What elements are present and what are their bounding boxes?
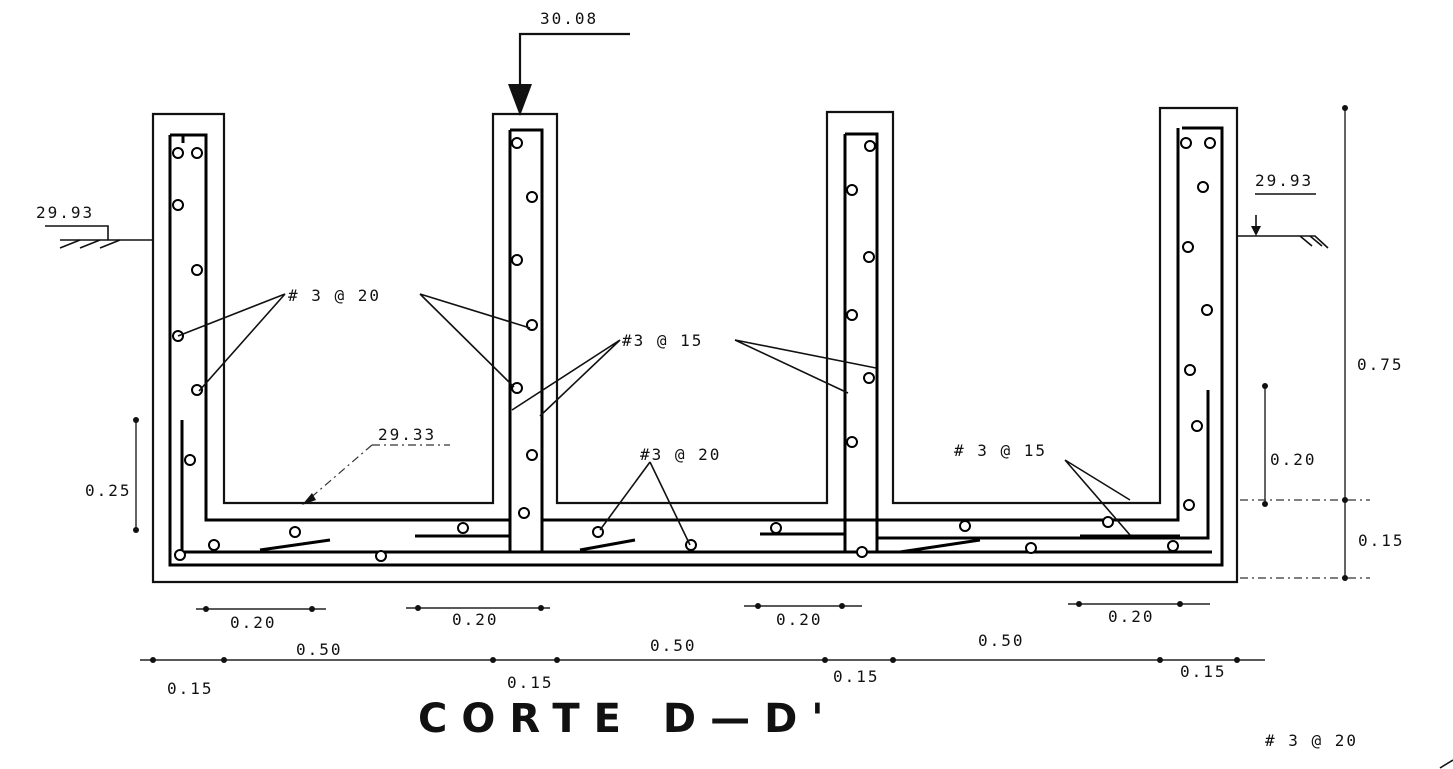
rebar-label-center-lower: #3 @ 20 (640, 445, 721, 464)
left-vertical-dim (133, 417, 139, 533)
dim-span-1: 0.50 (296, 640, 343, 659)
dim-spacing-3: 0.20 (776, 610, 823, 629)
rebar-circles (172, 137, 1216, 562)
rebar-label-left-upper: # 3 @ 20 (288, 286, 381, 305)
rebar-label-bottom-right: # 3 @ 20 (1265, 731, 1358, 750)
elevation-left-ground-label: 29.93 (36, 203, 94, 222)
dim-spacing-2: 0.20 (452, 610, 499, 629)
dim-spacing-1: 0.20 (230, 613, 277, 632)
floor-arrow-icon (302, 493, 316, 505)
ground-lines (45, 193, 1329, 249)
elevation-top-label: 30.08 (540, 9, 598, 28)
dim-wall-2: 0.15 (507, 673, 554, 692)
load-arrow (508, 32, 630, 116)
concrete-outline (151, 106, 1239, 584)
dim-left-height: 0.25 (85, 481, 132, 500)
bottom-spacing-dims (140, 601, 1265, 663)
dim-span-2: 0.50 (650, 636, 697, 655)
rebar-label-center-upper: #3 @ 15 (622, 331, 703, 350)
dim-right-mid: 0.20 (1270, 450, 1317, 469)
elevation-floor-label: 29.33 (378, 425, 436, 444)
rebar-leaders (177, 293, 1453, 769)
rebar-label-right-mid: # 3 @ 15 (954, 441, 1047, 460)
dim-spacing-4: 0.20 (1108, 607, 1155, 626)
dim-wall-4: 0.15 (1180, 662, 1227, 681)
dim-wall-3: 0.15 (833, 667, 880, 686)
dim-right-total: 0.75 (1357, 355, 1404, 374)
dim-wall-1: 0.15 (167, 679, 214, 698)
drawing-title: CORTE D—D' (418, 696, 838, 742)
dim-span-3: 0.50 (978, 631, 1025, 650)
floor-elevation-leader (307, 444, 450, 501)
right-vertical-dims (1240, 105, 1370, 581)
dim-right-base: 0.15 (1358, 531, 1405, 550)
elevation-right-ground-label: 29.93 (1255, 171, 1313, 190)
